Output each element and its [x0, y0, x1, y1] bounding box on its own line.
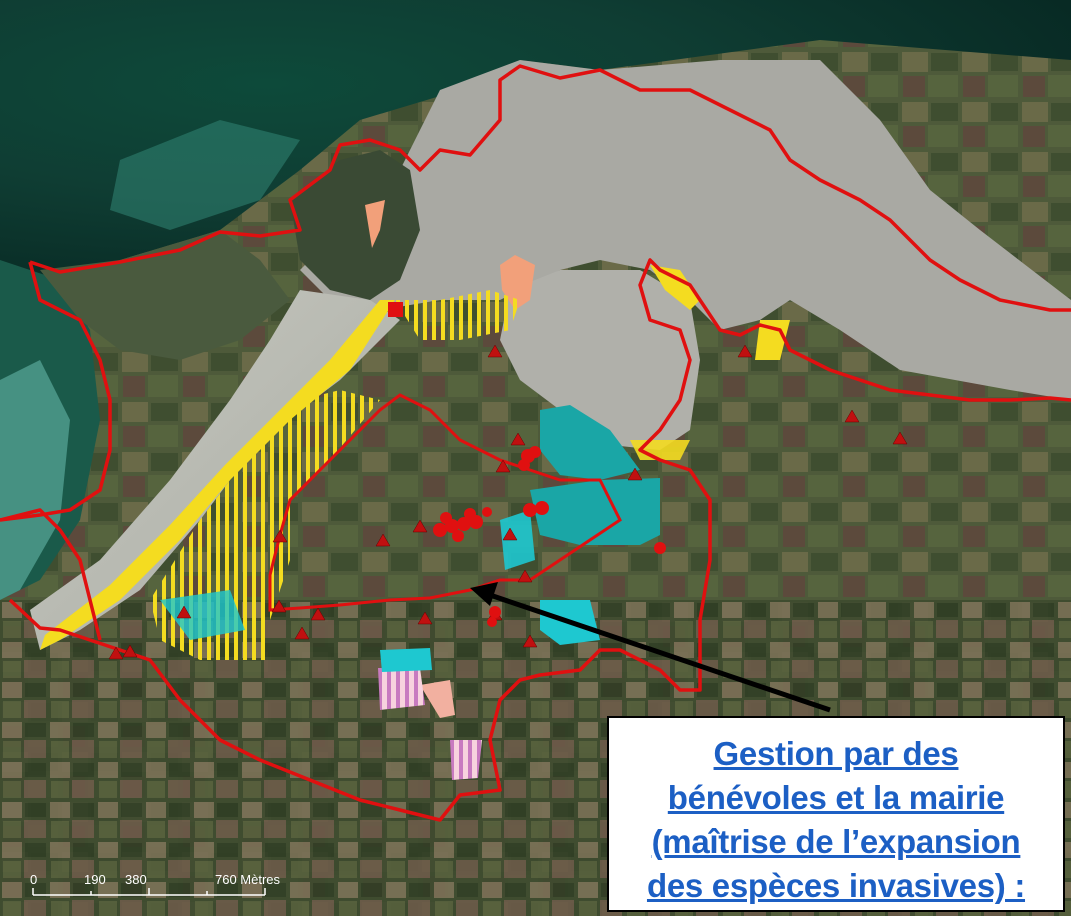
triangle-marker-icon: [517, 569, 533, 583]
callout-line-1: Gestion par des: [713, 735, 959, 772]
circle-marker-icon: [529, 446, 541, 458]
callout-line-3: (maîtrise de l’expansion: [651, 823, 1021, 860]
square-marker-icon: [388, 302, 403, 317]
triangle-marker-icon: [417, 611, 433, 625]
scale-label-0: 0: [30, 872, 38, 887]
pink-hatch-1: [378, 668, 425, 710]
circle-marker-icon: [464, 508, 476, 520]
circle-marker-icon: [457, 517, 471, 531]
triangle-marker-icon: [108, 646, 124, 660]
shore-yellow-1: [650, 265, 700, 310]
teal-zone-east: [530, 478, 660, 545]
cyan-zone-3: [160, 590, 245, 640]
headland: [290, 150, 420, 300]
teal-zone-north: [540, 405, 640, 480]
scale-label-380: 380: [125, 872, 147, 887]
circle-marker-icon: [433, 523, 447, 537]
arrow-icon: [470, 582, 831, 713]
circle-marker-icon: [489, 606, 501, 618]
triangle-marker-icon: [271, 599, 287, 613]
beach-yellow: [40, 300, 395, 650]
site-boundary-west: [0, 261, 112, 522]
triangle-marker-icon: [627, 467, 643, 481]
triangle-marker-icon: [487, 344, 503, 358]
triangle-markers: [108, 344, 908, 660]
triangle-marker-icon: [510, 432, 526, 446]
triangle-marker-icon: [502, 527, 518, 541]
triangle-marker-icon: [737, 344, 753, 358]
cyan-zone-4: [500, 510, 535, 570]
triangle-marker-icon: [310, 607, 326, 621]
circle-marker-icon: [487, 617, 497, 627]
callout-line-2: bénévoles et la mairie: [667, 779, 1005, 816]
triangle-marker-icon: [176, 605, 192, 619]
circle-marker-icon: [523, 503, 537, 517]
triangle-marker-icon: [495, 459, 511, 473]
circle-marker-icon: [535, 501, 549, 515]
dune-hatch-top: [395, 290, 520, 340]
circle-marker-icon: [482, 507, 492, 517]
salmon-zone-3: [420, 680, 455, 718]
site-boundary: [0, 64, 1071, 822]
circle-marker-icon: [654, 542, 666, 554]
scale-bar: [32, 888, 266, 896]
triangle-marker-icon: [844, 409, 860, 423]
scale-label-190: 190: [84, 872, 106, 887]
triangle-marker-icon: [375, 533, 391, 547]
pink-hatch-2: [450, 740, 482, 780]
circle-marker-icon: [452, 530, 464, 542]
callout-line-4: des espèces invasives) :: [646, 867, 1026, 904]
circle-marker-icon: [440, 512, 452, 524]
triangle-marker-icon: [892, 431, 908, 445]
scale-label-760: 760 Mètres: [215, 872, 281, 887]
west-peninsula: [40, 230, 290, 360]
triangle-marker-icon: [522, 634, 538, 648]
triangle-marker-icon: [122, 644, 138, 658]
inner-boundary: [268, 393, 622, 612]
sea: [0, 0, 1071, 280]
shallow-water-2: [110, 120, 300, 230]
triangle-marker-icon: [412, 519, 428, 533]
circle-marker-icon: [518, 459, 530, 471]
tidal-flat: [300, 60, 1071, 400]
circle-markers: [433, 446, 666, 627]
salmon-zone-1: [365, 200, 385, 248]
dune-hatch-large: [150, 390, 380, 660]
cyan-zone-2: [380, 648, 432, 672]
callout-box: Gestion par des bénévoles et la mairie (…: [607, 716, 1065, 912]
beach-strip: [30, 290, 400, 650]
triangle-marker-icon: [294, 626, 310, 640]
shallow-water: [0, 360, 70, 600]
triangle-marker-icon: [272, 529, 288, 543]
